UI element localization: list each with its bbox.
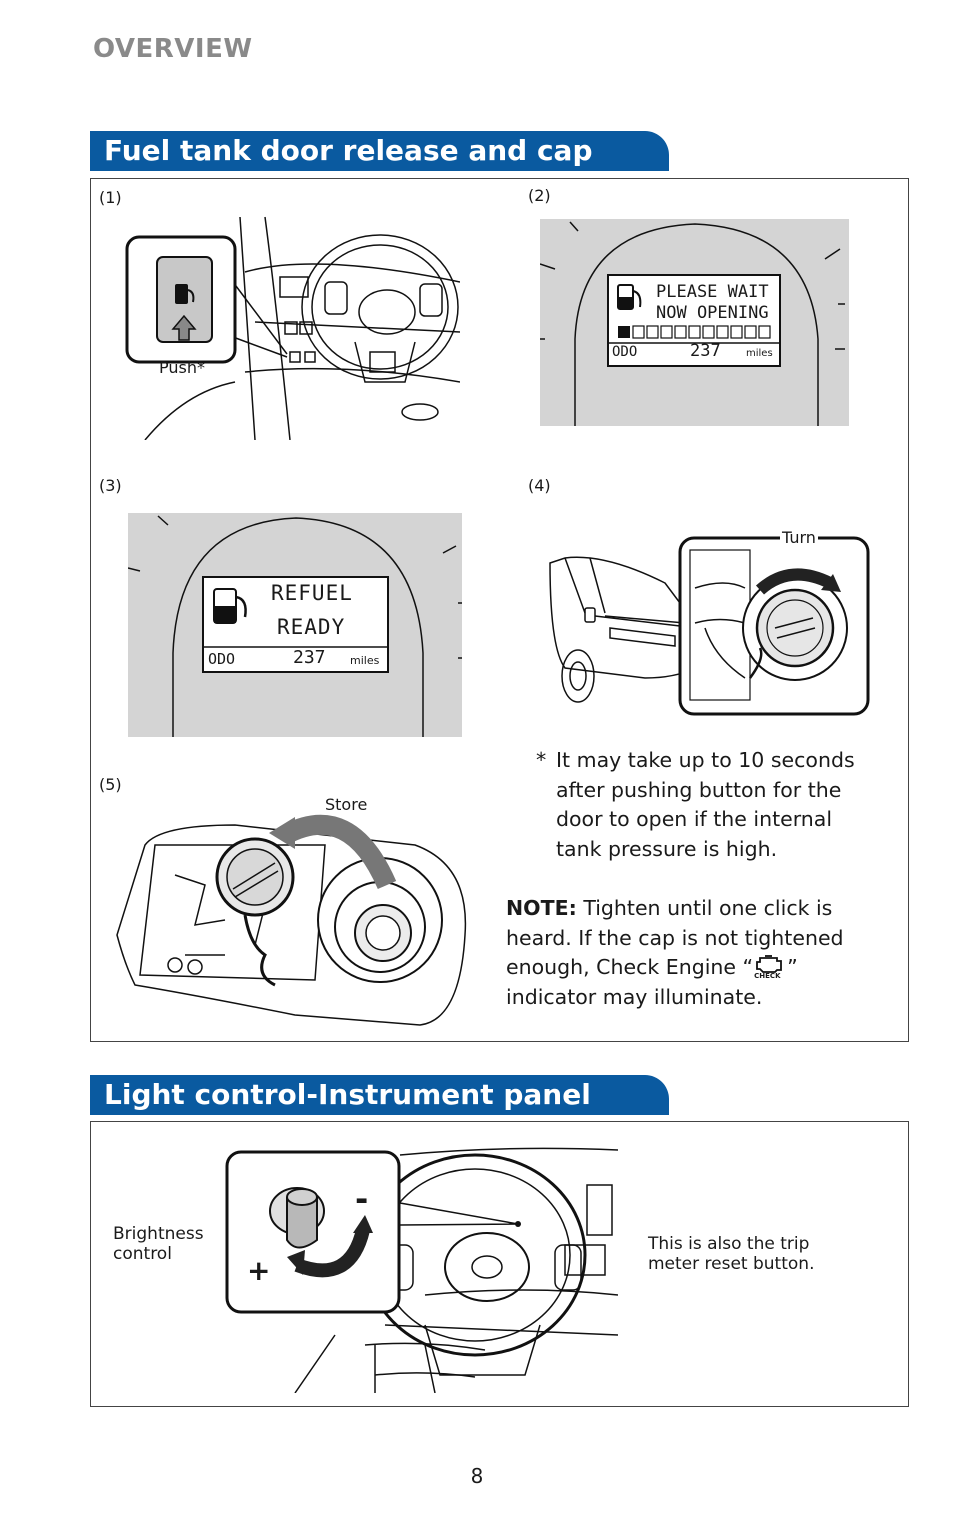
light-section-title: Light control-Instrument panel <box>90 1075 669 1115</box>
panel-1-label: (1) <box>99 188 122 207</box>
trip-reset-note: This is also the trip meter reset button… <box>648 1234 814 1274</box>
store-label: Store <box>325 795 368 814</box>
odo-value: 237 <box>293 647 326 668</box>
note-text: ” <box>787 955 798 979</box>
trip-reset-line: meter reset button. <box>648 1254 815 1274</box>
fuel-section-title: Fuel tank door release and cap <box>90 131 669 171</box>
note-label: NOTE: <box>506 896 577 920</box>
odo-unit: miles <box>350 654 380 667</box>
footnote-line: door to open if the internal <box>556 807 833 831</box>
minus-sign: - <box>355 1180 369 1218</box>
panel-4-label: (4) <box>528 476 551 495</box>
odo-label: ODO <box>208 650 236 668</box>
footnote-line: tank pressure is high. <box>556 836 778 861</box>
odo-unit: miles <box>746 348 773 359</box>
panel-2-label: (2) <box>528 186 551 205</box>
fuel-cap-store-illustration <box>115 805 470 1027</box>
lcd-line-1: REFUEL <box>271 581 353 605</box>
turn-label: Turn <box>780 528 818 547</box>
note-text: Tighten until one click is <box>583 896 833 920</box>
lcd-refuel-ready-illustration: REFUEL READY ODO 237 miles <box>128 513 462 737</box>
note-text: indicator may illuminate. <box>506 984 763 1009</box>
lcd-please-wait-illustration: PLEASE WAIT NOW OPENING ODO 237 miles <box>540 219 849 426</box>
brightness-label-line: control <box>113 1244 172 1264</box>
lcd-line-2: NOW OPENING <box>656 303 769 323</box>
brightness-label-line: Brightness <box>113 1224 204 1244</box>
note-text: heard. If the cap is not tightened <box>506 925 844 950</box>
check-engine-icon: CHECK <box>753 954 787 980</box>
brightness-label: Brightness control <box>113 1224 204 1264</box>
section-label: OVERVIEW <box>93 34 253 64</box>
note-text: enough, Check Engine “ <box>506 955 754 979</box>
page-number: 8 <box>470 1464 484 1488</box>
trip-reset-line: This is also the trip <box>648 1234 810 1254</box>
fuel-cap-turn-illustration: Turn <box>545 528 873 718</box>
push-label: Push* <box>159 358 205 377</box>
fuel-door-button-illustration <box>115 212 460 440</box>
brightness-control-illustration: - + <box>225 1145 618 1393</box>
footnote-line: after pushing button for the <box>556 777 842 802</box>
footnote-text: It may take up to 10 seconds after pushi… <box>556 746 901 864</box>
plus-sign: + <box>247 1254 271 1287</box>
odo-value: 237 <box>690 341 721 361</box>
note-paragraph: NOTE: Tighten until one click is heard. … <box>506 894 901 1012</box>
panel-5-label: (5) <box>99 775 122 794</box>
footnote-marker: * <box>536 748 547 772</box>
lcd-line-1: PLEASE WAIT <box>656 282 769 302</box>
panel-3-label: (3) <box>99 476 122 495</box>
footnote-line: It may take up to 10 seconds <box>556 748 855 772</box>
odo-label: ODO <box>612 344 638 360</box>
check-icon-text: CHECK <box>754 972 781 980</box>
lcd-line-2: READY <box>277 615 346 639</box>
